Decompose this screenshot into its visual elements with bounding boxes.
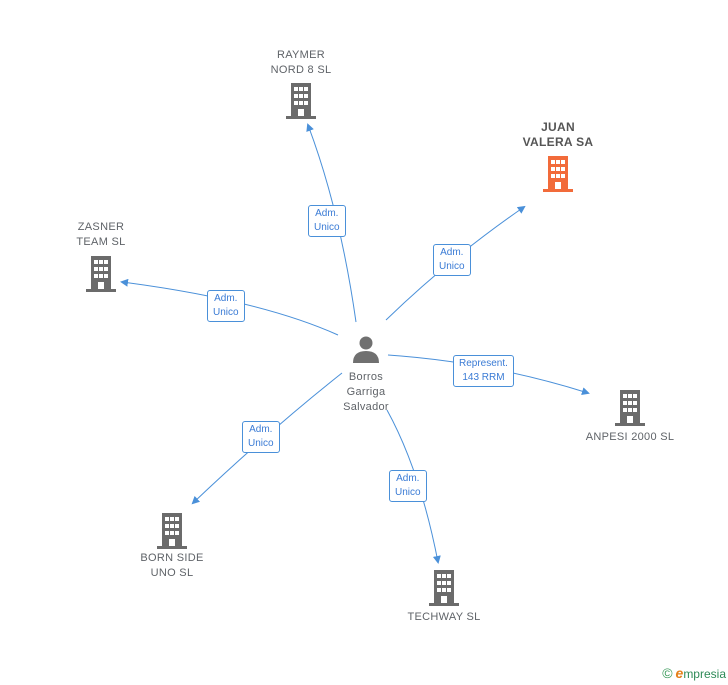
company-node-bornside[interactable]: BORN SIDE UNO SL [127, 513, 217, 581]
brand-logo-initial: e [675, 665, 684, 681]
edge-label-raymer: Adm. Unico [308, 205, 346, 237]
edge-label-techway: Adm. Unico [389, 470, 427, 502]
person-icon [353, 336, 379, 363]
building-icon [615, 390, 645, 426]
edge-label-bornside: Adm. Unico [242, 421, 280, 453]
company-node-raymer[interactable]: RAYMER NORD 8 SL [256, 48, 346, 119]
edge-label-juan: Adm. Unico [433, 244, 471, 276]
copyright-symbol: © [662, 665, 673, 681]
brand-footer: ©empresia [662, 665, 726, 681]
edge-label-anpesi: Represent. 143 RRM [453, 355, 514, 387]
building-icon [86, 256, 116, 292]
person-name: Borros Garriga Salvador [343, 371, 389, 413]
company-node-anpesi[interactable]: ANPESI 2000 SL [575, 390, 685, 445]
company-name: ZASNER TEAM SL [76, 221, 126, 248]
company-name: RAYMER NORD 8 SL [270, 49, 332, 76]
company-name: BORN SIDE UNO SL [140, 552, 204, 579]
building-icon [157, 513, 187, 549]
company-name: JUAN VALERA SA [522, 120, 594, 149]
building-icon [543, 156, 573, 192]
company-node-zasner[interactable]: ZASNER TEAM SL [56, 220, 146, 292]
building-icon [429, 570, 459, 606]
company-name: ANPESI 2000 SL [585, 431, 675, 443]
person-node[interactable]: Borros Garriga Salvador [326, 334, 406, 415]
brand-logo-text: mpresia [683, 667, 726, 681]
edge-label-zasner: Adm. Unico [207, 290, 245, 322]
company-node-techway[interactable]: TECHWAY SL [399, 570, 489, 625]
company-name: TECHWAY SL [407, 611, 481, 623]
building-icon [286, 83, 316, 119]
company-node-juan[interactable]: JUAN VALERA SA [508, 120, 608, 192]
edge-zasner [120, 278, 339, 336]
